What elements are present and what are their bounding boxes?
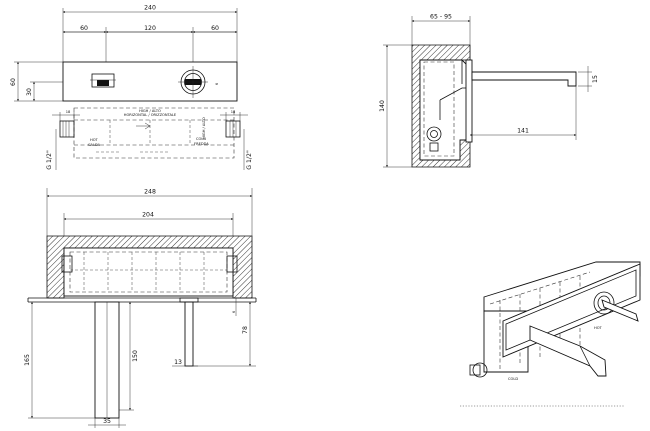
dim-half-height: 30 [26,88,33,96]
side-view: 65 - 95 140 15 141 [379,14,599,168]
dim-right-seg: 60 [211,25,219,32]
connector-nut [429,142,439,152]
iso-lever [601,299,639,322]
note-cold-2: FREDDA [194,142,209,146]
front-view: 240 60 120 60 60 30 6 [10,5,253,170]
dim-height: 140 [379,100,386,112]
note-side: HIGH / ALTO [202,117,206,139]
knob-base [179,297,199,303]
inlet-cold [226,255,238,273]
dim-mid-seg: 120 [144,25,156,32]
dim-knob-width: 13 [174,359,182,366]
iso-knob [593,291,615,315]
dim-left-height: 165 [24,354,31,366]
iso-spout-edge [579,345,591,367]
cover-plate-side [465,59,473,143]
iso-cover-inner [505,269,637,351]
dim-bottom-width: 35 [103,418,111,425]
dim-overall-width: 240 [144,5,156,12]
hidden-body [423,61,455,157]
iso-label-hot: HOT [594,326,603,330]
dim-knob-small: 6 [215,82,219,85]
hidden-valve-body [73,107,235,159]
cover-plate [62,61,238,102]
dim-spout-length: 141 [517,128,529,135]
dim-left-offset: 18 [66,110,71,114]
iso-spout [529,325,607,377]
flow-arrow [136,122,151,130]
diverter-knob [97,80,109,86]
dim-port-right: G 1/2" [246,150,253,170]
note-hot-2: CALDA [88,143,101,147]
top-view: 248 204 165 [24,188,257,428]
iso-label-cold: COLD [508,377,518,381]
dim-depth: 65 - 95 [430,14,452,21]
inlet-hot [61,255,73,273]
spout [471,71,577,87]
note-top-2: HORIZONTAL / ORIZZONTALE [124,113,177,117]
dim-small-offset: 6 [232,310,236,313]
dim-inner-width: 204 [142,212,154,219]
dim-port-left: G 1/2" [46,150,53,170]
note-cold-1: COLD [196,137,206,141]
iso-view: HOT COLD [460,261,641,407]
knob-stem [184,301,194,367]
connector-inner [430,130,438,138]
dim-spout-height: 15 [592,75,599,83]
valve-body-profile [419,59,471,161]
dim-mid-height: 150 [132,350,139,362]
dim-overall-width: 248 [144,189,156,196]
connector [426,126,442,142]
dim-right-height: 78 [242,326,249,334]
diverter-slot [91,73,115,88]
dim-right-offset: 18 [231,110,236,114]
iso-inlet [472,362,488,378]
valve-body-top [63,247,234,297]
note-top-1: HIGH / ALTO [139,109,161,113]
inlet-hot [59,120,75,138]
dim-height: 60 [10,78,17,86]
note-hot-1: HOT [90,138,99,142]
dim-left-seg: 60 [80,25,88,32]
iso-inlet-nut [469,364,481,376]
